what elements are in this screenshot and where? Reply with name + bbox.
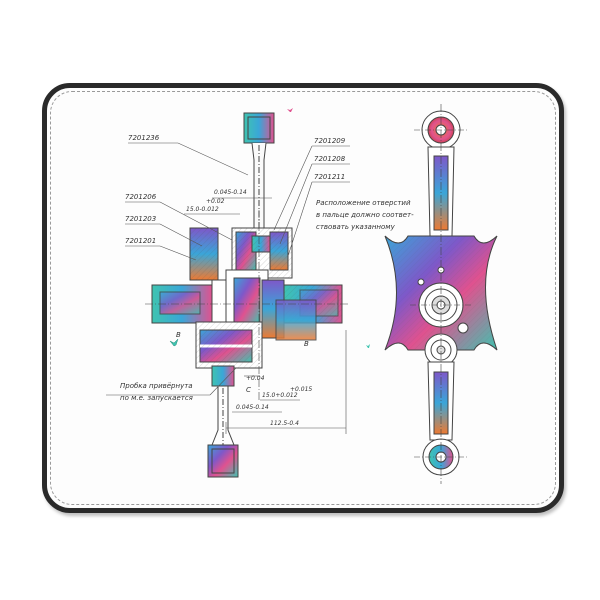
dimension-label: +0.04 [246,375,265,382]
butterfly-icon [169,338,179,347]
butterfly-icon [287,108,293,112]
drawing-note: в пальце должно соответ- [316,211,414,219]
part-label: 7201206 [125,193,157,201]
dimension-label: 0.045-0.14 [214,189,247,196]
part-label: 7201209 [314,137,346,145]
stitched-edge [50,91,556,505]
part-label: 7201201 [125,237,156,245]
dimension-label: 112.5-0.4 [270,420,299,427]
part-label: 7201208 [314,155,346,163]
dimension-label: +0.015 [290,386,312,393]
dimension-label: 15.0-0.012 [186,206,219,213]
part-label: 7201236 [128,134,160,142]
section-mark: B [304,340,309,348]
dimension-label: 0.045-0.14 [236,404,269,411]
crankshaft-section [145,112,350,478]
part-label: 7201211 [314,173,345,181]
drawing-note: Расположение отверстий [316,199,411,207]
section-mark: C [246,386,251,394]
connecting-rod-front-view [384,104,498,484]
butterfly-icon [366,344,370,348]
section-mark: B [176,331,181,339]
drawing-note: Пробка привёрнута [120,382,193,390]
leader-lines [106,142,350,434]
dimension-label: 15.0+0.012 [262,392,298,399]
drawing-note: ствовать указанному [316,223,396,231]
dimension-label: +0.02 [206,198,225,205]
bottom-rod-cap [207,444,239,478]
drawing-note: по м.е. запускается [120,394,193,402]
part-label: 7201203 [125,215,156,223]
